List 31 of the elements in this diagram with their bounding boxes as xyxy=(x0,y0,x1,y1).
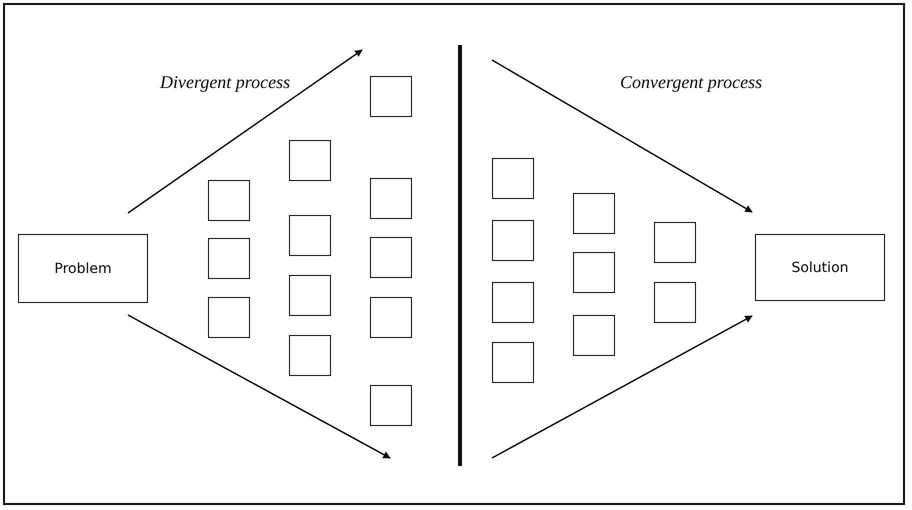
empty-box xyxy=(289,335,331,376)
empty-box xyxy=(208,297,250,338)
empty-box xyxy=(492,282,534,323)
empty-box xyxy=(573,193,615,234)
arrow xyxy=(492,59,753,213)
box-label: Problem xyxy=(54,260,112,276)
empty-box xyxy=(492,158,534,199)
empty-box xyxy=(370,178,412,219)
empty-box xyxy=(654,222,696,263)
empty-box xyxy=(573,252,615,293)
section-heading: Divergent process xyxy=(160,72,290,93)
empty-box xyxy=(573,315,615,356)
empty-box xyxy=(289,140,331,181)
empty-box xyxy=(370,297,412,338)
box-label: Solution xyxy=(791,260,849,276)
empty-box xyxy=(370,237,412,278)
empty-box xyxy=(289,215,331,256)
empty-box xyxy=(370,76,412,117)
arrow xyxy=(128,49,363,214)
arrow xyxy=(492,315,753,459)
empty-box xyxy=(370,385,412,426)
section-heading: Convergent process xyxy=(620,72,762,93)
empty-box xyxy=(492,220,534,261)
empty-box xyxy=(289,275,331,316)
empty-box xyxy=(492,342,534,383)
process-box xyxy=(755,234,885,301)
arrow xyxy=(128,314,391,459)
empty-box xyxy=(654,282,696,323)
empty-box xyxy=(208,180,250,221)
process-box xyxy=(18,234,148,303)
empty-box xyxy=(208,238,250,279)
